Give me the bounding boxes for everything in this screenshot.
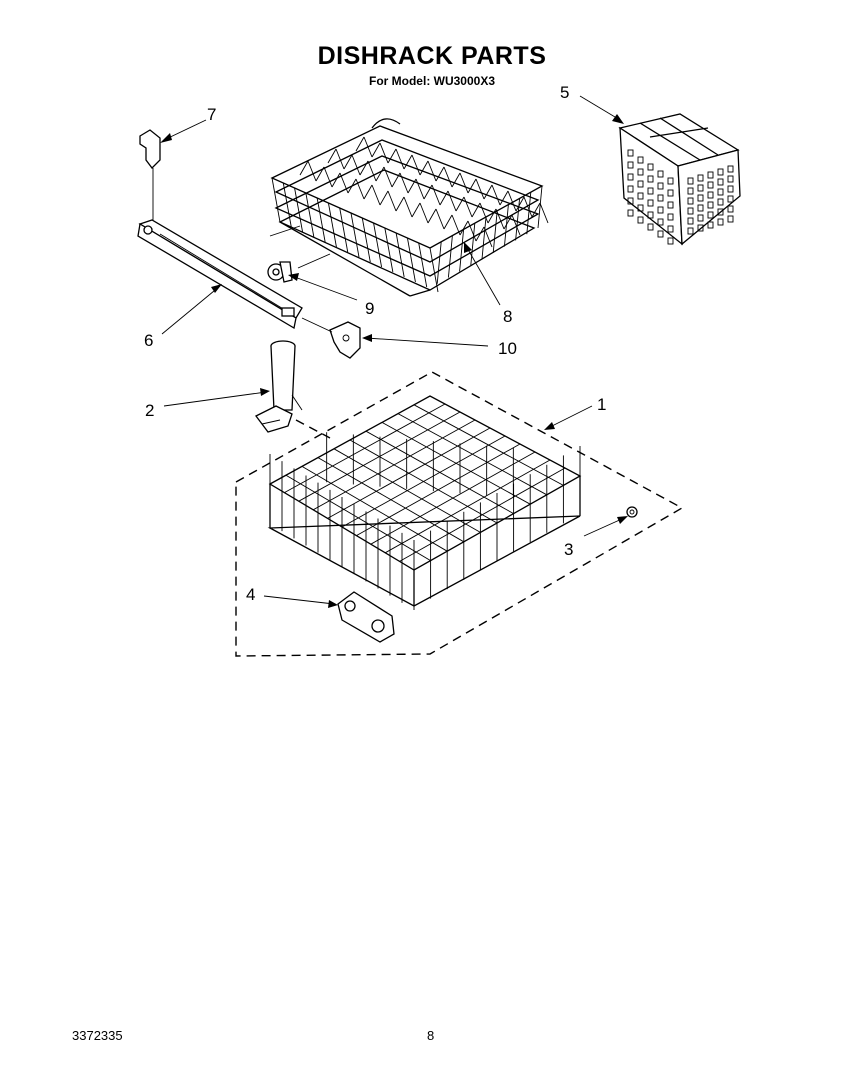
callout-6: 6 <box>144 331 153 350</box>
page-title: DISHRACK PARTS <box>317 42 547 70</box>
callout-2: 2 <box>145 401 154 420</box>
upper-rack-illustration <box>270 118 549 297</box>
rack-wheel-illustration <box>267 261 293 283</box>
silverware-basket-illustration <box>618 113 741 246</box>
roller-bracket-illustration <box>337 591 395 643</box>
leader-lines <box>160 95 628 608</box>
document-number: 3372335 <box>72 1028 123 1043</box>
callout-7: 7 <box>207 105 216 124</box>
rack-stop-illustration <box>301 317 361 359</box>
lower-rack-assembly-boundary <box>235 371 684 657</box>
callout-8: 8 <box>503 307 512 326</box>
callout-3: 3 <box>564 540 573 559</box>
rack-stud-illustration <box>626 506 638 518</box>
callout-4: 4 <box>246 585 255 604</box>
page-number: 8 <box>427 1028 435 1043</box>
callout-9: 9 <box>365 299 374 318</box>
model-subtitle: For Model: WU3000X3 <box>368 74 496 88</box>
callout-1: 1 <box>597 395 606 414</box>
rack-clip-illustration <box>139 129 161 220</box>
exploded-view-diagram: 7 5 9 8 6 10 2 1 3 4 <box>137 83 741 657</box>
spray-tube-illustration <box>255 340 303 433</box>
rack-track-illustration <box>137 219 331 330</box>
callout-5: 5 <box>560 83 569 102</box>
lower-rack-illustration <box>267 395 582 610</box>
callout-10: 10 <box>498 339 517 358</box>
